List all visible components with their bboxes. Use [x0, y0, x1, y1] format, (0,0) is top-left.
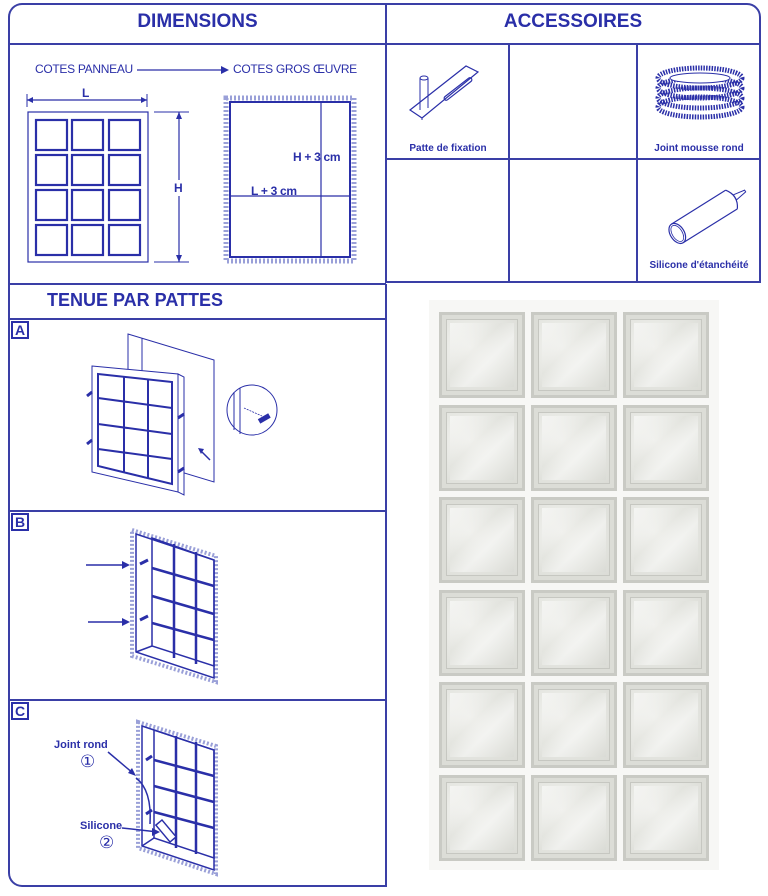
glass-block-tile [531, 682, 617, 768]
glass-block-tile [623, 404, 709, 491]
glass-block-tile [531, 589, 617, 676]
callout-joint-rond: Joint rond [54, 739, 108, 751]
step-a-illustration [86, 333, 278, 496]
glass-block-tile [531, 774, 617, 861]
callout-number-1: ① [80, 752, 96, 771]
arrow-right-icon [137, 66, 229, 74]
accessories-col-divider-2 [636, 44, 638, 282]
dimensions-header-rule [9, 43, 386, 45]
glass-block-tile [531, 497, 617, 583]
mounting-bracket-icon [408, 65, 480, 120]
opening-height-label: H + 3 cm [293, 150, 341, 164]
installation-frame [8, 284, 387, 887]
panel-width-symbol: L [82, 86, 90, 100]
glass-block-tile [439, 497, 525, 583]
glass-block-tile [623, 774, 709, 861]
step-badge-a: A [11, 321, 29, 339]
panel-drawing [26, 94, 189, 263]
accessory-label-bracket: Patte de fixation [409, 143, 487, 154]
accessories-col-divider-1 [508, 44, 510, 282]
accessories-frame [385, 3, 761, 283]
glass-block-tile [439, 312, 525, 398]
glass-block-tile [439, 774, 525, 861]
glass-block-tile [623, 312, 709, 398]
panel-height-symbol: H [174, 180, 183, 196]
opening-drawing [223, 95, 357, 264]
glass-block-tile [623, 682, 709, 768]
callout-arrows [107, 751, 160, 836]
panel-dimensions-label: COTES PANNEAU [35, 62, 133, 76]
accessories-row-divider [386, 158, 760, 160]
glass-block-tile [531, 404, 617, 491]
step-divider-bc [9, 699, 386, 701]
foam-seal-coil-icon [655, 65, 745, 120]
opening-width-label: L + 3 cm [251, 184, 297, 198]
glass-block-tile [439, 589, 525, 676]
step-b-illustration [86, 527, 218, 685]
dimensions-frame [8, 3, 387, 286]
silicone-tube-icon [668, 189, 747, 245]
step-c-illustration [135, 719, 218, 877]
glass-block-tile [623, 497, 709, 583]
dimensions-title: DIMENSIONS [137, 11, 258, 32]
callout-silicone: Silicone [80, 820, 123, 832]
accessory-label-foam-seal: Joint mousse rond [654, 143, 744, 154]
section-divider [9, 283, 386, 285]
installation-title: TENUE PAR PATTES [47, 290, 224, 310]
glass-block-tile [623, 589, 709, 676]
step-divider-ab [9, 510, 386, 512]
callout-number-2: ② [99, 833, 115, 852]
opening-dimensions-label: COTES GROS ŒUVRE [233, 62, 357, 76]
glass-block-tile [439, 404, 525, 491]
accessories-header-rule [386, 43, 760, 45]
installation-header-rule [9, 318, 386, 320]
accessories-title: ACCESSOIRES [503, 11, 643, 32]
glass-block-tile [439, 682, 525, 768]
accessory-label-silicone: Silicone d'étanchéité [649, 260, 749, 271]
glass-block-tile [531, 312, 617, 398]
step-badge-c: C [11, 702, 29, 720]
step-badge-b: B [11, 513, 29, 531]
